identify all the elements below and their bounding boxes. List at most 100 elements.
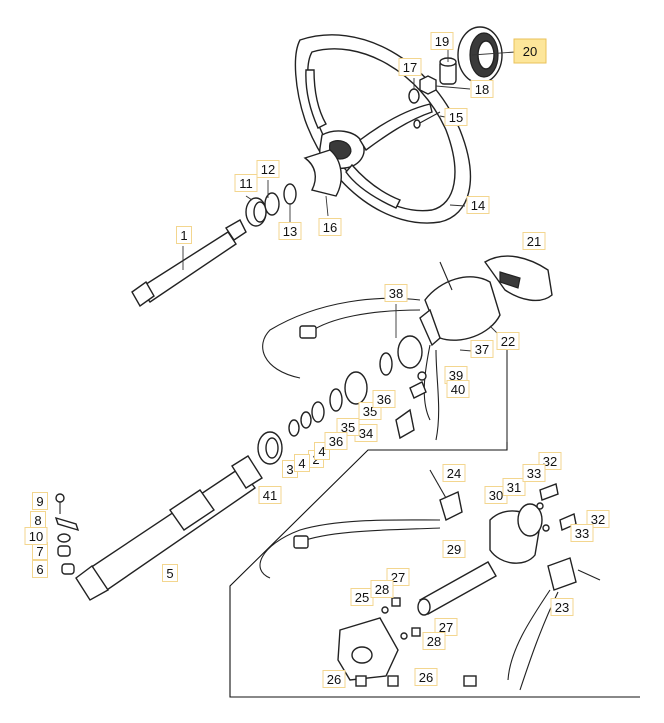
callout-number: 35 bbox=[341, 420, 355, 435]
callout-box bbox=[446, 380, 470, 398]
callout-box bbox=[513, 38, 547, 64]
callout-number: 33 bbox=[575, 526, 589, 541]
callout-4: 4 bbox=[294, 454, 310, 472]
callout-number: 9 bbox=[36, 494, 43, 509]
callout-number: 19 bbox=[435, 34, 449, 49]
callout-number: 20 bbox=[523, 44, 537, 59]
callout-box bbox=[162, 564, 178, 582]
callout-number: 21 bbox=[527, 234, 541, 249]
callout-36-2: 36 bbox=[372, 390, 396, 408]
callout-21: 21 bbox=[522, 232, 546, 250]
callout-number: 8 bbox=[34, 513, 41, 528]
callout-number: 38 bbox=[389, 286, 403, 301]
callout-number: 25 bbox=[355, 590, 369, 605]
callout-19: 19 bbox=[430, 32, 454, 50]
callout-box bbox=[442, 464, 466, 482]
callout-box bbox=[24, 527, 48, 545]
callout-23: 23 bbox=[550, 598, 574, 616]
leader-lines bbox=[182, 50, 516, 442]
callout-number: 37 bbox=[475, 342, 489, 357]
screw-15-drawing bbox=[413, 111, 441, 129]
callout-box bbox=[550, 598, 574, 616]
bearing-11-drawing bbox=[245, 197, 267, 227]
callout-9: 9 bbox=[32, 492, 48, 510]
callout-22: 22 bbox=[496, 332, 520, 350]
callout-box bbox=[384, 284, 408, 302]
callout-number: 7 bbox=[36, 544, 43, 559]
callout-number: 15 bbox=[449, 110, 463, 125]
callout-number: 11 bbox=[239, 176, 253, 191]
column-rings-drawing bbox=[257, 335, 423, 465]
callout-number: 29 bbox=[447, 542, 461, 557]
callout-number: 13 bbox=[283, 224, 297, 239]
callout-number: 16 bbox=[323, 220, 337, 235]
callout-number: 26 bbox=[327, 672, 341, 687]
sleeve-29-drawing bbox=[417, 561, 497, 616]
callout-number: 36 bbox=[377, 392, 391, 407]
callout-box bbox=[32, 492, 48, 510]
callout-box bbox=[370, 580, 394, 598]
callout-box bbox=[414, 668, 438, 686]
callout-15: 15 bbox=[444, 108, 468, 126]
callout-number: 24 bbox=[447, 466, 461, 481]
screws-32-33-drawing bbox=[536, 483, 577, 532]
callout-number: 33 bbox=[527, 466, 541, 481]
callout-box bbox=[522, 232, 546, 250]
callout-18: 18 bbox=[470, 80, 494, 98]
callout-number: 5 bbox=[166, 566, 173, 581]
housing-25-drawing bbox=[337, 617, 399, 681]
callout-box bbox=[470, 340, 494, 358]
canceling-cam-16-drawing bbox=[303, 149, 342, 197]
callout-5: 5 bbox=[162, 564, 178, 582]
callout-number: 28 bbox=[427, 634, 441, 649]
callout-number: 4 bbox=[318, 444, 325, 459]
callout-number: 23 bbox=[555, 600, 569, 615]
callout-box bbox=[444, 108, 468, 126]
callout-28: 28 bbox=[370, 580, 394, 598]
callout-number: 40 bbox=[451, 382, 465, 397]
callout-11: 11 bbox=[234, 174, 258, 192]
ring-12-drawing bbox=[264, 192, 280, 216]
callout-26-2: 26 bbox=[414, 668, 438, 686]
callout-box bbox=[470, 80, 494, 98]
callout-box bbox=[258, 486, 282, 504]
callout-41: 41 bbox=[258, 486, 282, 504]
small-parts-6-10-drawing bbox=[54, 493, 80, 575]
callout-box bbox=[256, 160, 280, 178]
callout-box bbox=[278, 222, 302, 240]
callout-14: 14 bbox=[466, 196, 490, 214]
callout-number: 39 bbox=[449, 368, 463, 383]
callout-26: 26 bbox=[322, 670, 346, 688]
callout-34: 34 bbox=[354, 424, 378, 442]
callout-7: 7 bbox=[32, 542, 48, 560]
callout-10: 10 bbox=[24, 527, 48, 545]
callout-box bbox=[442, 540, 466, 558]
callout-33: 33 bbox=[522, 464, 546, 482]
callout-number: 31 bbox=[507, 480, 521, 495]
callout-number: 34 bbox=[359, 426, 373, 441]
callout-27-2: 27 bbox=[434, 618, 458, 636]
steering-shaft-1-drawing bbox=[131, 219, 247, 308]
inset-wiring-drawing bbox=[259, 519, 441, 579]
callout-box bbox=[32, 560, 48, 578]
part-labels: 1234456789101112131415161718192021222324… bbox=[24, 32, 610, 688]
lever-21-drawing bbox=[483, 255, 553, 302]
callout-28-2: 28 bbox=[422, 632, 446, 650]
callout-16: 16 bbox=[318, 218, 342, 236]
callout-40: 40 bbox=[446, 380, 470, 398]
callout-32-2: 32 bbox=[586, 510, 610, 528]
callout-number: 28 bbox=[375, 582, 389, 597]
callout-17: 17 bbox=[398, 58, 422, 76]
callout-box bbox=[466, 196, 490, 214]
callout-box bbox=[176, 226, 192, 244]
callout-number: 10 bbox=[29, 529, 43, 544]
horn-button-drawing bbox=[457, 26, 503, 84]
callout-number: 17 bbox=[403, 60, 417, 75]
callout-box bbox=[322, 670, 346, 688]
callout-number: 30 bbox=[489, 488, 503, 503]
callout-number: 14 bbox=[471, 198, 485, 213]
callout-number: 3 bbox=[286, 462, 293, 477]
callout-6: 6 bbox=[32, 560, 48, 578]
callout-box bbox=[570, 524, 594, 542]
